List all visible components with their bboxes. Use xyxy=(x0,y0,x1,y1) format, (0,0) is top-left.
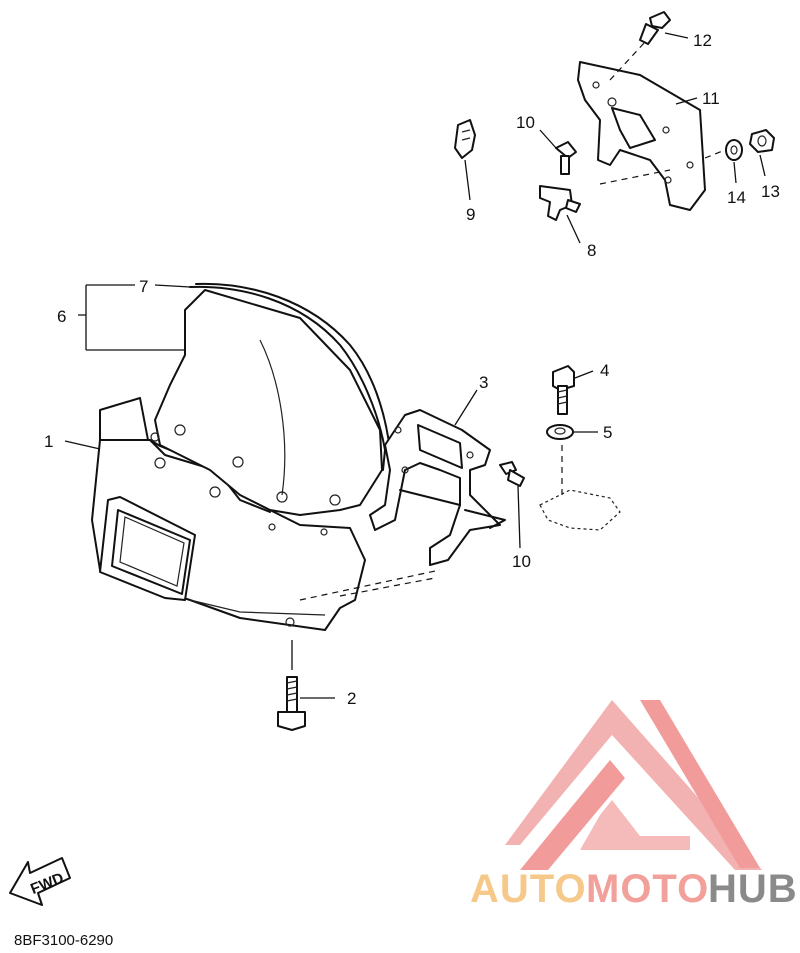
callout-3: 3 xyxy=(479,373,488,392)
watermark-triangle-icon xyxy=(505,700,762,870)
callout-4: 4 xyxy=(600,361,609,380)
callout-7: 7 xyxy=(139,277,148,296)
callout-12: 12 xyxy=(693,31,712,50)
watermark-brand-hub: HUB xyxy=(708,867,798,911)
callout-13: 13 xyxy=(761,182,780,201)
part-bolt-4 xyxy=(552,365,575,415)
part-bolt-12 xyxy=(639,11,671,45)
callout-14: 14 xyxy=(727,188,746,207)
callout-9: 9 xyxy=(466,205,475,224)
watermark-brand-moto: MOTO xyxy=(586,867,709,911)
callout-5: 5 xyxy=(603,423,612,442)
part-bolt-2 xyxy=(277,640,306,731)
callout-11: 11 xyxy=(702,89,720,108)
part-collar-14 xyxy=(725,139,743,161)
diagram-code: 8BF3100-6290 xyxy=(14,932,113,949)
part-nut-13 xyxy=(749,129,775,153)
callout-10-upper: 10 xyxy=(516,113,535,132)
watermark-brand-auto: AUTO xyxy=(470,867,587,911)
fwd-arrow-icon: FWD xyxy=(9,857,71,906)
part-stay-11 xyxy=(577,41,726,211)
part-bracket-8 xyxy=(539,185,581,221)
part-bolt-10-upper xyxy=(555,141,577,175)
part-bolt-10-lower xyxy=(499,461,525,487)
part-windscreen xyxy=(150,282,391,516)
callout-6: 6 xyxy=(57,307,66,326)
watermark-logo xyxy=(505,700,762,870)
part-clip-9 xyxy=(454,119,476,159)
part-washer-5 xyxy=(539,424,621,531)
callout-10-lower: 10 xyxy=(512,552,531,571)
callout-1: 1 xyxy=(44,432,53,451)
part-bracket xyxy=(369,409,506,566)
part-fairing-body xyxy=(91,397,366,631)
callout-8: 8 xyxy=(587,241,596,260)
callout-2: 2 xyxy=(347,689,356,708)
